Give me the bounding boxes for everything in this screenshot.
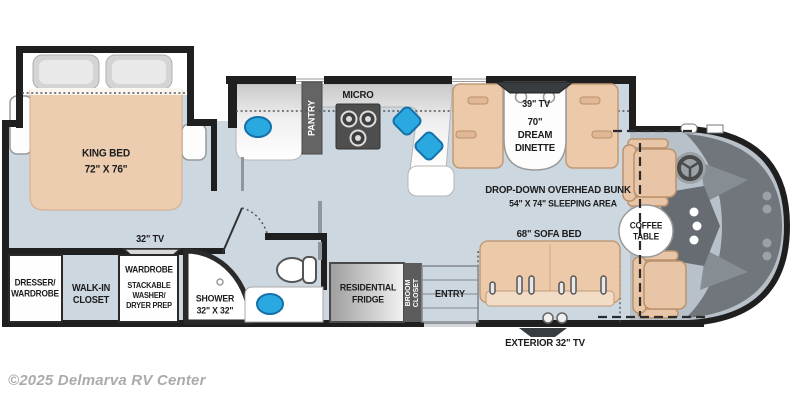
bench-armrest xyxy=(591,130,613,139)
pantry-label: PANTRY xyxy=(306,99,318,137)
dresser-label: WARDROBE xyxy=(11,288,59,299)
broom-closet-cabinet xyxy=(404,263,422,322)
dream-dinette-label: DINETTE xyxy=(514,141,556,154)
pantry-cabinet xyxy=(301,81,323,155)
seatbelt-icons xyxy=(489,275,607,295)
door-handle-icon xyxy=(762,238,772,248)
shower-label: SHOWER xyxy=(195,293,235,305)
pillow-left-inner xyxy=(39,60,93,84)
dresser-label: DRESSER/ xyxy=(14,277,56,288)
nightstand-right xyxy=(181,123,207,161)
dream-dinette-label: 70" xyxy=(527,115,543,128)
exterior-tv-icon xyxy=(519,328,567,337)
bench-armrest xyxy=(467,96,489,105)
bedroom-tv-label: 32" TV xyxy=(136,234,164,245)
utility-group xyxy=(329,262,479,323)
bath-pocket-door xyxy=(318,201,322,233)
dashboard-crescent xyxy=(686,134,782,318)
console-button-icon xyxy=(692,221,702,231)
bath-door-leaf xyxy=(221,207,243,255)
wardrobe-label: WARDROBE xyxy=(125,264,173,275)
residential-fridge xyxy=(329,262,405,323)
coffee-table-label: COFFEE xyxy=(629,220,663,231)
burner-icons xyxy=(340,110,377,147)
fridge-label: RESIDENTIAL xyxy=(339,282,397,294)
dinette-bench-left xyxy=(452,83,504,169)
bedroom-furniture xyxy=(9,54,207,211)
driver-chair xyxy=(622,138,677,207)
center-console xyxy=(656,186,720,266)
wardrobe-washer-box xyxy=(118,254,179,323)
kitchen-sink-bowl1-icon xyxy=(392,106,422,136)
bed-sheet-band xyxy=(30,88,182,95)
fridge-label: FRIDGE xyxy=(352,294,384,306)
micro-label: MICRO xyxy=(342,88,374,101)
washer-prep-label: WASHER/ xyxy=(132,291,166,300)
broom-closet-line: BROOM xyxy=(404,279,412,307)
dinette-table xyxy=(503,81,567,171)
walkin-closet-label: WALK-IN xyxy=(71,283,111,294)
kitchen-fixtures xyxy=(22,81,630,161)
king-bed-size-label: 72" X 76" xyxy=(84,163,128,176)
pillow-right-inner xyxy=(112,60,166,84)
toilet-tank xyxy=(302,256,317,284)
bathroom xyxy=(183,157,324,325)
exterior-speaker-icon xyxy=(542,312,554,324)
entry-step-lines xyxy=(422,279,478,309)
dream-dinette-label: DREAM xyxy=(517,128,553,141)
coffee-table-label: TABLE xyxy=(632,231,660,242)
vanity-sink-icon xyxy=(244,116,272,138)
windshield-wedge xyxy=(700,250,748,290)
exterior-speaker-icon xyxy=(556,312,568,324)
bath-pocket-door-lower xyxy=(318,242,322,260)
door-handle-icon xyxy=(762,251,772,261)
overhead-bunk-label: DROP-DOWN OVERHEAD BUNK xyxy=(485,183,631,196)
broom-closet-line: CLOSET xyxy=(413,278,420,308)
dinette-group xyxy=(452,81,619,171)
sofa-group xyxy=(477,240,621,337)
console-button-icon xyxy=(689,207,699,217)
bedroom-pocket-door xyxy=(241,157,244,191)
dresser-wardrobe-box xyxy=(8,254,63,323)
sofa-front-edge xyxy=(485,290,615,307)
washer-prep-label: STACKABLE xyxy=(127,281,171,290)
front-cap-wall xyxy=(630,126,791,326)
walls xyxy=(2,46,704,327)
cab-vent-icon xyxy=(706,124,724,134)
bench-armrest xyxy=(579,96,601,105)
dinette-tv-label: 39" TV xyxy=(522,99,550,110)
coffee-table xyxy=(618,204,674,258)
entry-label: ENTRY xyxy=(435,289,465,300)
door-handle-icon xyxy=(762,204,772,214)
overhead-bunk-size-label: 54" X 74" SLEEPING AREA xyxy=(509,198,617,210)
king-bed xyxy=(29,89,183,211)
console-button-icon xyxy=(689,235,699,245)
windshield-wedge xyxy=(700,162,748,202)
broom-closet-label: BROOM CLOSET xyxy=(405,279,421,307)
exterior-tv-label: EXTERIOR 32" TV xyxy=(505,336,585,349)
shower-drain-icon xyxy=(216,278,224,286)
walkin-closet-label: CLOSET xyxy=(72,295,110,306)
cab-group xyxy=(598,123,782,319)
steering-wheel-spokes xyxy=(678,159,702,181)
shower-size-label: 32" X 32" xyxy=(196,305,234,317)
washer-prep-label: DRYER PREP xyxy=(126,301,172,310)
king-bed-label: KING BED xyxy=(81,147,131,160)
dinette-tv-icon xyxy=(494,81,575,94)
door-handle-icon xyxy=(762,191,772,201)
watermark: ©2025 Delmarva RV Center xyxy=(8,372,206,389)
bath-door-swing-arc xyxy=(241,207,269,237)
bench-armrest xyxy=(455,130,477,139)
closet-boxes xyxy=(8,248,182,323)
counter-end-cap xyxy=(407,165,455,197)
bath-sink-icon xyxy=(256,293,284,315)
kitchen-sink-bowl2-icon xyxy=(414,131,444,161)
sofa-bed-label: 68" SOFA BED xyxy=(516,227,582,240)
